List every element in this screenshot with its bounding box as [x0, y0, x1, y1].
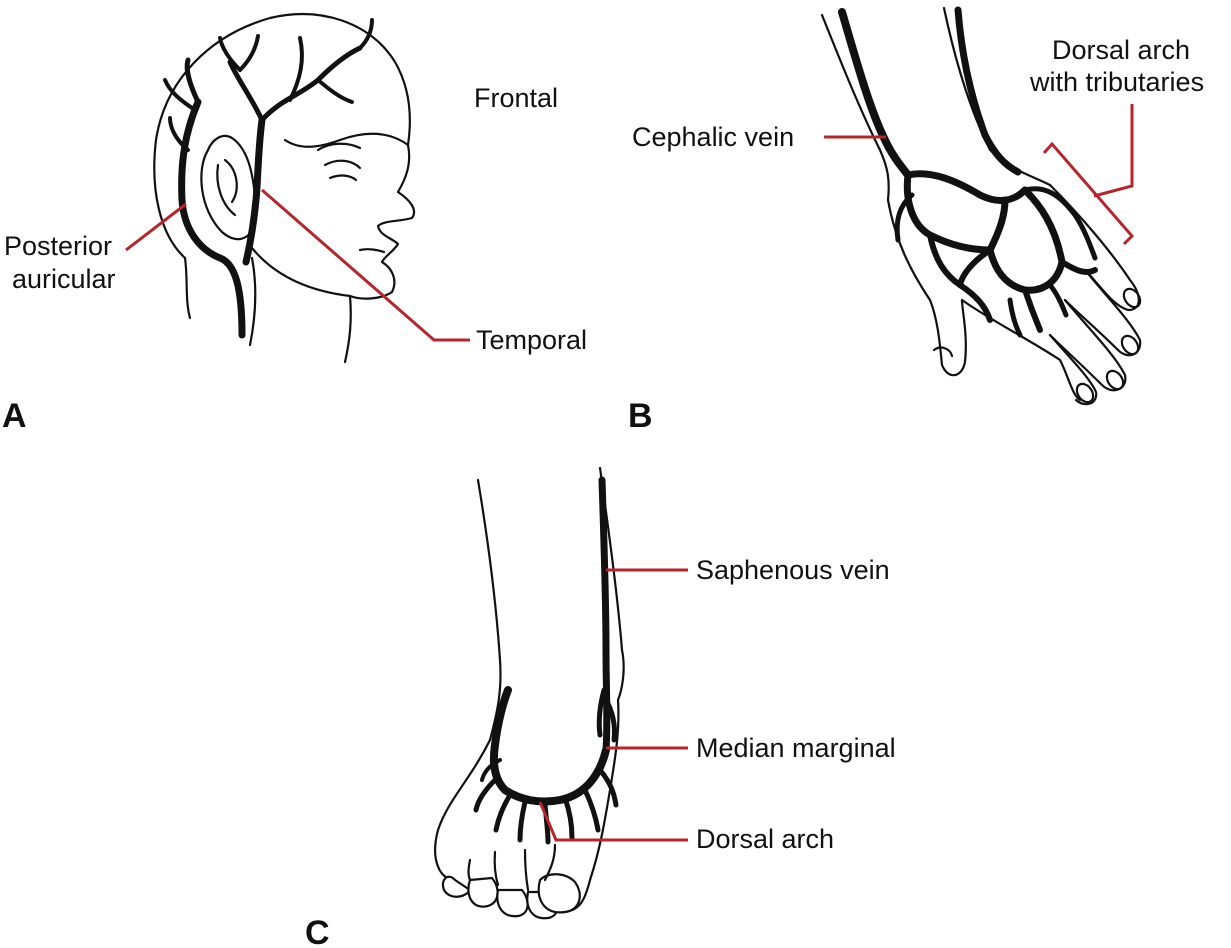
label-median-marginal: Median marginal	[696, 733, 896, 763]
label-dorsal-arch-line1: Dorsal arch	[1052, 35, 1190, 65]
label-saphenous-vein: Saphenous vein	[696, 555, 890, 585]
leader-dorsal-arch	[1093, 104, 1134, 198]
label-dorsal-arch-foot: Dorsal arch	[696, 824, 834, 854]
panel-c-foot: Saphenous vein Median marginal Dorsal ar…	[305, 466, 896, 948]
leader-posterior-auricular	[125, 202, 187, 252]
label-posterior-auricular-line1: Posterior	[4, 231, 112, 261]
head-outline	[153, 13, 416, 364]
label-temporal: Temporal	[476, 325, 587, 355]
leader-temporal	[261, 188, 470, 342]
label-cephalic-vein: Cephalic vein	[632, 122, 794, 152]
foot-outline	[434, 466, 625, 920]
panel-letter-b: B	[628, 397, 653, 435]
leader-dorsal-arch-bracket	[1042, 141, 1135, 246]
label-dorsal-arch-line2: with tributaries	[1029, 67, 1204, 97]
panel-a-head: Frontal Posterior auricular Temporal A	[2, 13, 587, 435]
panel-b-hand: Cephalic vein Dorsal arch with tributari…	[628, 6, 1204, 435]
leader-dorsal-arch-foot	[538, 801, 688, 842]
panel-letter-a: A	[2, 397, 27, 435]
label-posterior-auricular-line2: auricular	[12, 264, 116, 294]
panel-letter-c: C	[305, 914, 330, 948]
foot-veins	[473, 476, 619, 845]
hand-outline	[820, 6, 1142, 406]
head-veins	[163, 18, 374, 339]
label-frontal: Frontal	[474, 83, 558, 113]
hand-veins	[838, 6, 1098, 338]
